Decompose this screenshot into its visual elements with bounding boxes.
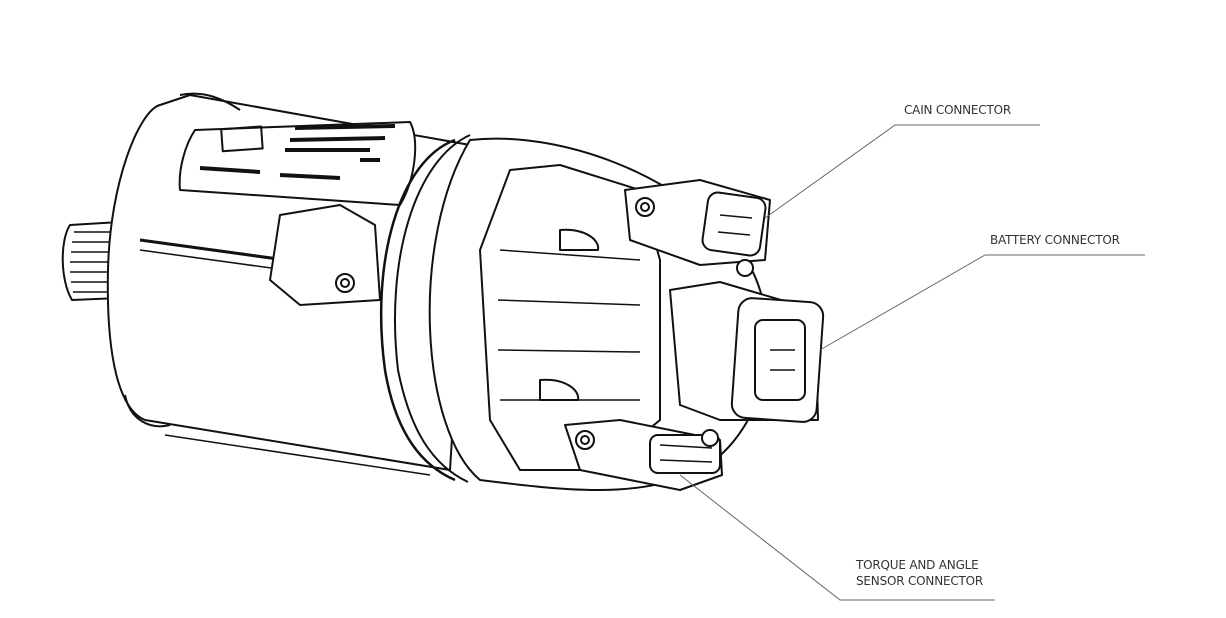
callout-sensor-connector: TORQUE AND ANGLE SENSOR CONNECTOR — [856, 557, 983, 589]
sensor-connector-drawing — [564, 419, 723, 491]
battery-connector-drawing — [669, 281, 825, 423]
mount-bracket — [269, 204, 381, 306]
label-plate — [178, 121, 417, 206]
callout-battery-connector: BATTERY CONNECTOR — [990, 232, 1120, 248]
callout-text-line1: TORQUE AND ANGLE — [856, 558, 979, 572]
callout-can-connector: CAIN CONNECTOR — [904, 102, 1011, 118]
callout-text: CAIN CONNECTOR — [904, 103, 1011, 117]
leader-lines — [679, 124, 1145, 601]
callout-text: BATTERY CONNECTOR — [990, 233, 1120, 247]
shaft-spline — [61, 221, 121, 301]
callout-text-line2: SENSOR CONNECTOR — [856, 574, 984, 588]
housing-ring — [379, 134, 471, 483]
can-connector-drawing — [624, 179, 771, 277]
